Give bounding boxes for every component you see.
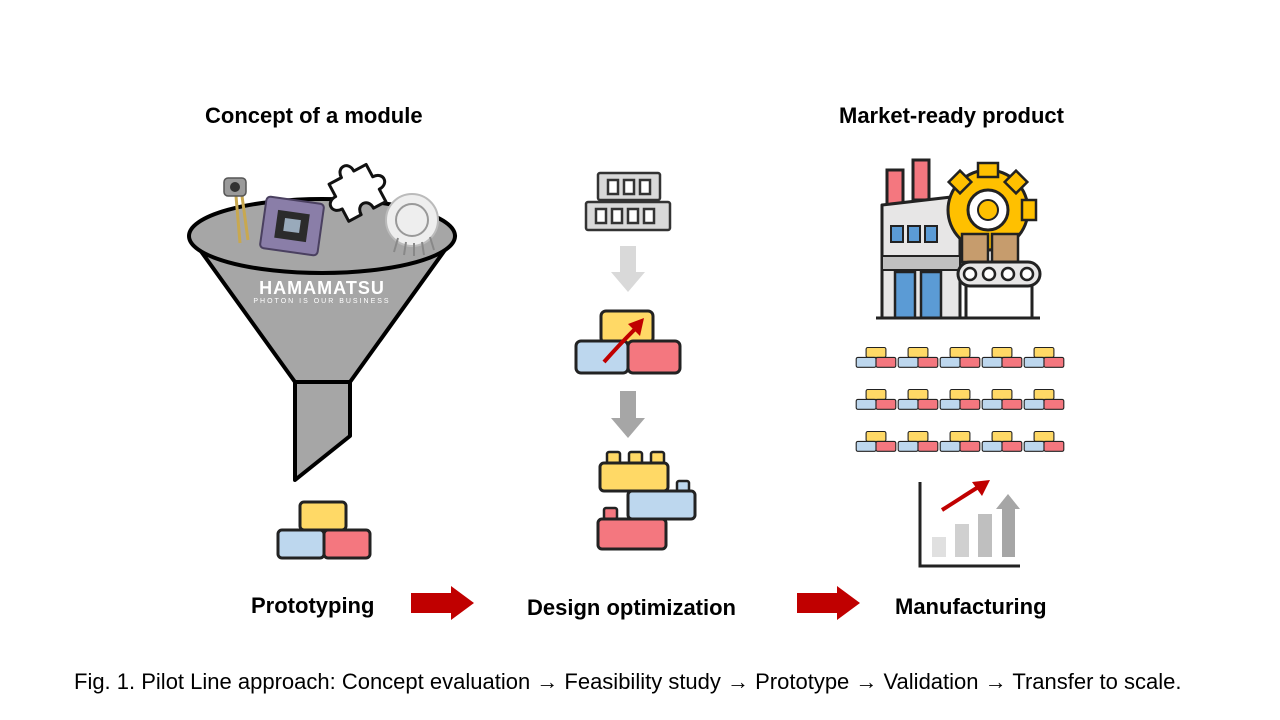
puzzle-icon (327, 162, 388, 223)
mini-brick-icon (1023, 430, 1065, 452)
conveyor-icon (956, 232, 1042, 318)
mini-brick-icon (1023, 388, 1065, 410)
stage-manufacturing: Manufacturing (895, 594, 1047, 619)
mini-brick-icon (939, 430, 981, 452)
funnel-brand: HAMAMATSU (259, 278, 385, 298)
down-arrow-icon (611, 246, 645, 292)
mini-brick-icon (897, 388, 939, 410)
sensor-chip-icon (259, 195, 325, 257)
stage-prototyping: Prototyping (251, 593, 375, 618)
funnel-tagline: PHOTON IS OUR BUSINESS (253, 298, 391, 305)
mini-brick-icon (981, 430, 1023, 452)
down-arrow-icon-2 (611, 391, 645, 438)
title-concept: Concept of a module (205, 103, 423, 128)
stage-design-optimization: Design optimization (527, 595, 736, 620)
product-grid (855, 346, 1065, 452)
mini-brick-icon (855, 388, 897, 410)
mini-brick-icon (897, 430, 939, 452)
title-market: Market-ready product (839, 103, 1064, 128)
assembled-bricks-icon (596, 450, 697, 551)
prototype-bricks-icon (276, 500, 372, 560)
mini-brick-icon (855, 346, 897, 368)
mini-brick-icon (981, 346, 1023, 368)
mini-brick-icon (939, 388, 981, 410)
optimization-bricks-icon (574, 309, 682, 375)
photodiode-icon (223, 177, 250, 244)
photomultiplier-icon (385, 193, 439, 256)
figure-caption: Fig. 1. Pilot Line approach: Concept eva… (74, 669, 1182, 694)
factory-icon (876, 158, 1040, 320)
growth-chart-icon (918, 480, 1020, 568)
brick-wall-icon (584, 171, 672, 232)
mini-brick-icon (855, 430, 897, 452)
arrow-right-icon (411, 586, 474, 620)
mini-brick-icon (897, 346, 939, 368)
mini-brick-icon (1023, 346, 1065, 368)
mini-brick-icon (981, 388, 1023, 410)
arrow-right-icon-2 (797, 586, 860, 620)
mini-brick-icon (939, 346, 981, 368)
